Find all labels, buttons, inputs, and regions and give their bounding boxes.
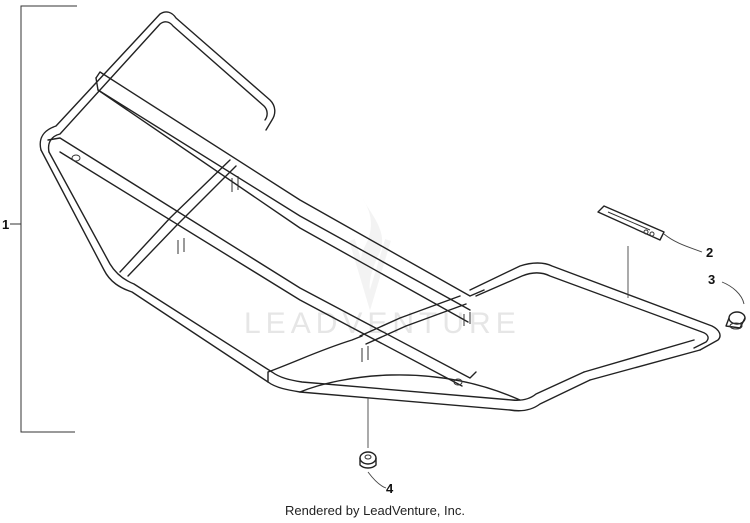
footer-credit: Rendered by LeadVenture, Inc.: [285, 503, 465, 518]
callout-1: 1: [2, 217, 9, 232]
decal-part: [597, 205, 665, 241]
watermark-text: LEADVENTURE: [244, 307, 521, 340]
assembly-bracket: [10, 5, 77, 433]
nut-part: [359, 451, 377, 469]
callout-2: 2: [706, 245, 713, 260]
front-rack-assembly: [39, 11, 721, 412]
callout-4: 4: [386, 481, 394, 496]
callout-3: 3: [708, 272, 715, 287]
end-cap-part: [725, 311, 746, 330]
leader-lines: [367, 233, 745, 489]
watermark-logo: [349, 198, 391, 311]
